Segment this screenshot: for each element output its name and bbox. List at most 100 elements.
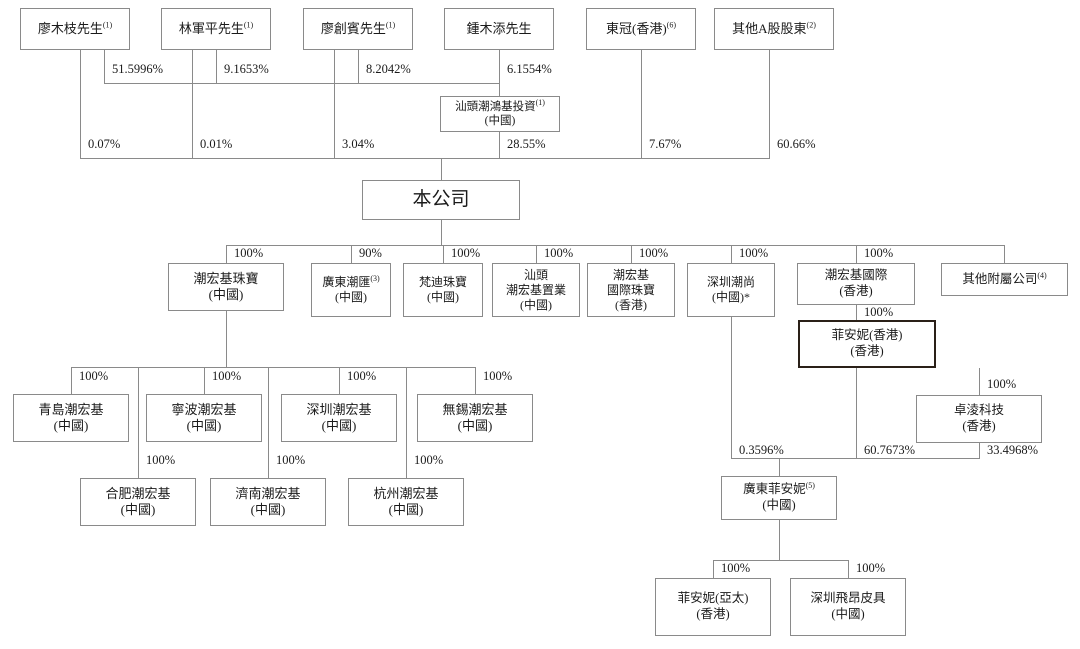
pct-company-to-chaohui: 90% <box>359 246 382 260</box>
node-label-line2: (中國) <box>335 290 367 304</box>
pct-liao-muzhi-to-company: 0.07% <box>88 137 121 151</box>
node-label: 東冠(香港) <box>606 20 667 36</box>
node-label-line2: (香港) <box>839 284 873 298</box>
connector-to-wuxi <box>475 367 476 394</box>
node-shantou-chaohongji: 汕頭潮鴻基投資(1)(中國) <box>440 96 560 132</box>
node-label: 濟南潮宏基 <box>235 485 301 501</box>
connector-shantou-bus-drop <box>499 83 500 96</box>
pct-liao-chuangbin-to-company: 3.04% <box>342 137 375 151</box>
node-label: 廖木枝先生 <box>37 20 103 36</box>
pct-company-to-zhiye: 100% <box>544 246 574 260</box>
connector-chaoshang-down <box>731 317 732 458</box>
pct-chj-to-hangzhou: 100% <box>414 453 444 467</box>
pct-chj-to-wuxi: 100% <box>483 369 513 383</box>
node-label: 鍾木添先生 <box>466 20 532 36</box>
pct-lin-junping-to-company: 0.01% <box>200 137 233 151</box>
pct-company-to-fandi: 100% <box>451 246 481 260</box>
node-jinan-chj: 濟南潮宏基(中國) <box>210 478 326 526</box>
node-label: 廣東潮匯 <box>322 275 371 289</box>
pct-zhuoling-to-gd-fion: 33.4968% <box>987 443 1039 457</box>
connector-other-a-to-company <box>769 50 770 158</box>
node-other-a-holders: 其他A股股東(2) <box>714 8 834 50</box>
node-label: 深圳潮宏基 <box>306 401 372 417</box>
connector-dongguan-to-company <box>641 50 642 158</box>
node-superscript: (3) <box>370 274 380 283</box>
node-label: 其他A股股東 <box>732 20 807 36</box>
connector-gd-fion-down <box>779 520 780 560</box>
node-shenzhen-feiang: 深圳飛昂皮具(中國) <box>790 578 906 636</box>
connector-to-guangdong-chaohui <box>351 245 352 263</box>
connector-to-other-subsidiaries <box>1004 245 1005 263</box>
node-label: 寧波潮宏基 <box>171 401 237 417</box>
node-liao-muzhi: 廖木枝先生(1) <box>20 8 130 50</box>
connector-liao-chuangbin-to-company <box>334 50 335 158</box>
node-shenzhen-chaoshang: 深圳潮尚(中國)* <box>687 263 775 317</box>
node-superscript: (5) <box>805 481 815 491</box>
node-fion-apac: 菲安妮(亞太)(香港) <box>655 578 771 636</box>
pct-chj-to-ningbo: 100% <box>212 369 242 383</box>
node-label-line2: (中國) <box>120 502 156 517</box>
node-zhong-mutian: 鍾木添先生 <box>444 8 554 50</box>
pct-liao-chuangbin-to-shantou: 8.2042% <box>366 62 411 76</box>
node-label-line2: (中國) <box>208 287 244 302</box>
node-qingdao-chj: 青島潮宏基(中國) <box>13 394 129 442</box>
node-superscript: (2) <box>806 20 816 30</box>
pct-chj-to-hefei: 100% <box>146 453 176 467</box>
pct-gd-fion-to-feiang: 100% <box>856 561 886 575</box>
pct-company-to-chj-jewelry: 100% <box>234 246 264 260</box>
node-chj-international: 潮宏基國際(香港) <box>797 263 915 305</box>
connector-chj-jewelry-down <box>226 311 227 367</box>
node-hefei-chj: 合肥潮宏基(中國) <box>80 478 196 526</box>
connector-to-qingdao <box>71 367 72 394</box>
node-label: 菲安妮(香港) <box>831 328 903 343</box>
node-label: 無錫潮宏基 <box>442 401 508 417</box>
node-superscript: (6) <box>666 20 676 30</box>
node-liao-chuangbin: 廖創賓先生(1) <box>303 8 413 50</box>
connector-to-shenzhen-feiang <box>848 560 849 578</box>
node-label-line2: (香港) <box>615 297 647 312</box>
connector-to-chj-jewelry <box>226 245 227 263</box>
node-label: 本公司 <box>412 189 470 211</box>
connector-liao-muzhi-to-shantou <box>104 50 105 83</box>
node-label: 林軍平先生 <box>178 20 244 36</box>
connector-company-bus-drop <box>441 158 442 180</box>
connector-lin-junping-to-shantou <box>216 50 217 83</box>
node-label: 合肥潮宏基 <box>105 485 171 501</box>
connector-bus-to-shantou <box>104 83 500 84</box>
node-label-line2: (中國) <box>457 418 493 433</box>
node-label-line2: (中國) <box>250 502 286 517</box>
connector-to-hefei <box>138 367 139 478</box>
node-superscript: (1) <box>102 20 113 30</box>
node-lin-junping: 林軍平先生(1) <box>161 8 271 50</box>
node-label-line2: (中國) <box>388 502 424 517</box>
node-label: 杭州潮宏基 <box>373 485 439 501</box>
node-label-line2: (中國) <box>321 418 357 433</box>
node-label-line2: (中國) <box>186 418 222 433</box>
connector-fion-hk-down-to-gdfion <box>856 368 857 458</box>
pct-liao-muzhi-to-shantou: 51.5996% <box>112 62 164 76</box>
pct-chj-intl-to-fion-hk: 100% <box>864 305 894 319</box>
pct-zhong-mutian-to-shantou: 6.1554% <box>507 62 552 76</box>
node-label-line2: (中國) <box>484 115 516 127</box>
connector-to-shenzhen-chj <box>339 367 340 394</box>
node-fion-hk: 菲安妮(香港)(香港) <box>798 320 936 368</box>
node-label-line2: (中國) <box>831 607 865 621</box>
node-shantou-zhiye: 汕頭 潮宏基置業(中國) <box>492 263 580 317</box>
node-label: 汕頭 潮宏基置業 <box>505 267 566 297</box>
node-label-line2: (中國)* <box>712 290 750 304</box>
connector-bus-gd-fion <box>731 458 980 459</box>
connector-to-shenzhen-chaoshang <box>731 245 732 263</box>
node-label: 汕頭潮鴻基投資 <box>455 100 536 113</box>
connector-chj-intl-to-fion-hk <box>856 305 857 320</box>
node-label: 深圳潮尚 <box>706 275 755 289</box>
pct-shantou-to-company: 28.55% <box>507 137 546 151</box>
node-guangdong-fion: 廣東菲安妮(5)(中國) <box>721 476 837 520</box>
node-label: 其他附屬公司 <box>962 271 1038 286</box>
pct-other-a-to-company: 60.66% <box>777 137 816 151</box>
connector-zhong-mutian-to-shantou <box>499 50 500 83</box>
node-fandi-jewelry: 梵迪珠寶(中國) <box>403 263 483 317</box>
node-ningbo-chj: 寧波潮宏基(中國) <box>146 394 262 442</box>
pct-chaoshang-to-gd-fion: 0.3596% <box>739 443 784 457</box>
node-dongguan-hk: 東冠(香港)(6) <box>586 8 696 50</box>
connector-to-jinan <box>268 367 269 478</box>
